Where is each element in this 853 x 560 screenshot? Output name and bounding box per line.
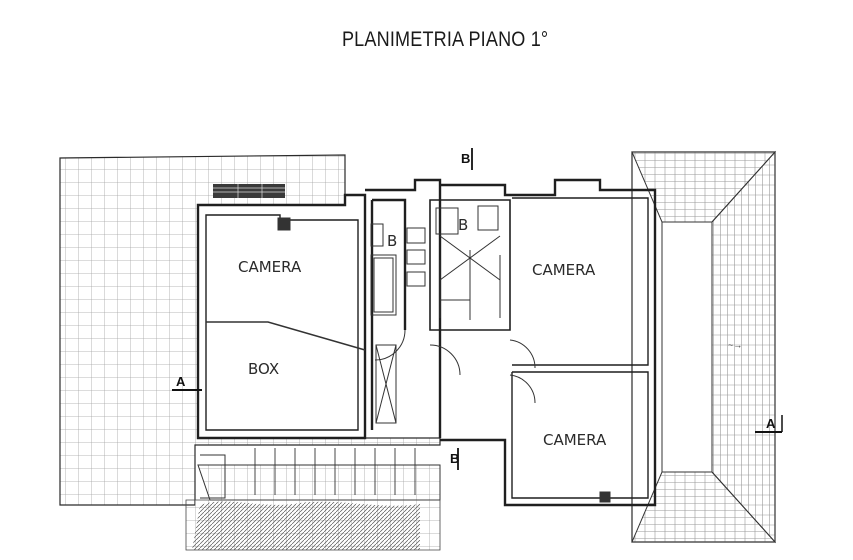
bathroom-label-right: B — [458, 216, 468, 234]
walls — [196, 178, 657, 507]
terrace — [59, 154, 441, 551]
room-label-box: BOX — [248, 360, 279, 378]
external-stair — [254, 448, 416, 495]
roof: ~→ — [631, 150, 777, 544]
fixtures — [200, 205, 611, 503]
svg-text:~→: ~→ — [728, 340, 742, 350]
page-title: PLANIMETRIA PIANO 1° — [341, 28, 549, 51]
section-marker-b-top: B — [461, 151, 470, 166]
section-line-b — [457, 148, 473, 470]
section-marker-a-left: A — [176, 374, 186, 389]
room-label-camera-right-bottom: CAMERA — [543, 431, 607, 449]
room-label-camera-left: CAMERA — [238, 258, 302, 276]
section-marker-b-bottom: B — [450, 451, 459, 466]
grille — [213, 184, 285, 198]
garden-hatch — [192, 501, 420, 550]
bathroom-label-left: B — [387, 232, 397, 250]
section-marker-a-right: A — [766, 416, 776, 431]
room-label-camera-right-top: CAMERA — [532, 261, 596, 279]
section-line-a — [172, 389, 783, 433]
